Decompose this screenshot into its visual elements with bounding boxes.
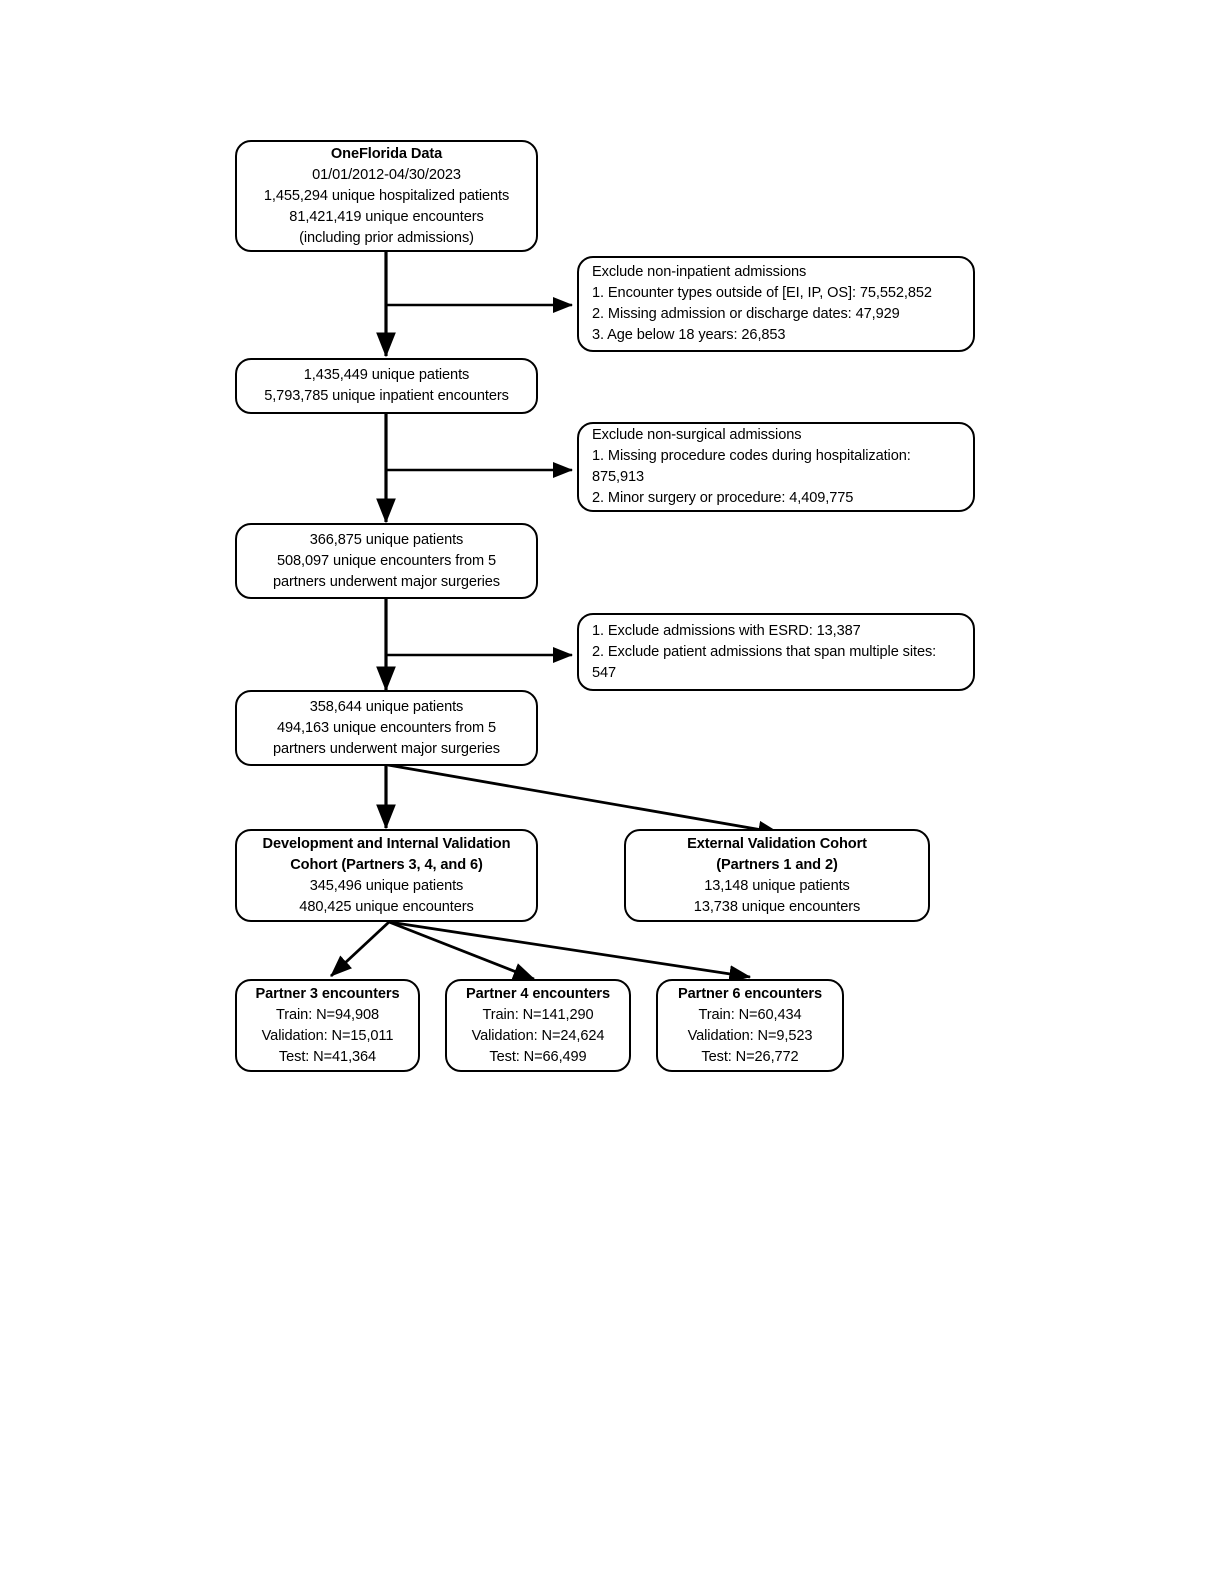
- node-line: External Validation Cohort: [687, 835, 867, 852]
- node-line: Test: N=66,499: [489, 1048, 587, 1065]
- node-line: (Partners 1 and 2): [716, 856, 838, 873]
- node-line: Partner 6 encounters: [678, 985, 822, 1002]
- node-line: 01/01/2012-04/30/2023: [312, 166, 461, 183]
- node-line: Test: N=41,364: [278, 1048, 377, 1065]
- node-exclude-non-surgical: Exclude non-surgical admissions 1. Missi…: [577, 422, 975, 512]
- edge-development-to-partner3: [330, 920, 390, 978]
- node-line: Exclude non-surgical admissions: [592, 427, 802, 443]
- node-partner-6-encounters: Partner 6 encounters Train: N=60,434 Val…: [656, 979, 844, 1072]
- node-line: Train: N=60,434: [698, 1006, 802, 1023]
- node-line: 1,435,449 unique patients: [303, 367, 470, 383]
- node-line: Train: N=94,908: [275, 1006, 379, 1023]
- node-line: 508,097 unique encounters from 5: [276, 552, 497, 569]
- node-line: 494,163 unique encounters from 5: [276, 719, 497, 736]
- node-line: 81,421,419 unique encounters: [289, 208, 484, 225]
- node-line: 1. Missing procedure codes during hospit…: [592, 448, 911, 485]
- node-line: 1. Exclude admissions with ESRD: 13,387: [592, 622, 861, 639]
- edge-final-to-external: [387, 763, 781, 839]
- node-line: 345,496 unique patients: [309, 877, 464, 894]
- node-exclude-esrd-multisite: 1. Exclude admissions with ESRD: 13,387 …: [577, 613, 975, 691]
- node-line: Partner 4 encounters: [466, 985, 610, 1002]
- edge-development-to-partner4: [388, 920, 536, 981]
- node-line: Test: N=26,772: [701, 1048, 799, 1065]
- node-line: OneFlorida Data: [330, 145, 443, 162]
- node-line: 3. Age below 18 years: 26,853: [592, 327, 786, 343]
- node-line: 2. Missing admission or discharge dates:…: [592, 306, 900, 322]
- node-major-surgery-cohort: 366,875 unique patients 508,097 unique e…: [235, 523, 538, 599]
- node-line: 1. Encounter types outside of [EI, IP, O…: [592, 285, 932, 301]
- node-line: Train: N=141,290: [482, 1006, 594, 1023]
- node-partner-3-encounters: Partner 3 encounters Train: N=94,908 Val…: [235, 979, 420, 1072]
- node-partner-4-encounters: Partner 4 encounters Train: N=141,290 Va…: [445, 979, 631, 1072]
- node-line: 358,644 unique patients: [309, 698, 464, 715]
- node-line: partners underwent major surgeries: [273, 573, 500, 590]
- node-unique-inpatient-encounters: 1,435,449 unique patients 5,793,785 uniq…: [235, 358, 538, 414]
- node-oneflorida-data: OneFlorida Data 01/01/2012-04/30/2023 1,…: [235, 140, 538, 252]
- node-line: 2. Minor surgery or procedure: 4,409,775: [592, 490, 854, 506]
- edge-development-to-partner6: [388, 920, 752, 983]
- node-line: 366,875 unique patients: [309, 531, 464, 548]
- node-line: 13,148 unique patients: [704, 877, 850, 894]
- node-line: 13,738 unique encounters: [693, 898, 861, 915]
- node-line: 2. Exclude patient admissions that span …: [592, 643, 937, 681]
- node-exclude-non-inpatient: Exclude non-inpatient admissions 1. Enco…: [577, 256, 975, 352]
- node-line: partners underwent major surgeries: [273, 740, 500, 757]
- node-development-internal-validation-cohort: Development and Internal Validation Coho…: [235, 829, 538, 922]
- node-line: Validation: N=9,523: [687, 1027, 813, 1044]
- node-line: (including prior admissions): [299, 229, 474, 246]
- node-line: 1,455,294 unique hospitalized patients: [263, 187, 510, 204]
- node-line: Cohort (Partners 3, 4, and 6): [290, 856, 483, 873]
- node-external-validation-cohort: External Validation Cohort (Partners 1 a…: [624, 829, 930, 922]
- node-line: Partner 3 encounters: [255, 985, 400, 1002]
- node-line: 5,793,785 unique inpatient encounters: [264, 388, 509, 404]
- node-line: Development and Internal Validation: [262, 835, 511, 852]
- node-line: Exclude non-inpatient admissions: [592, 264, 807, 280]
- node-line: Validation: N=24,624: [471, 1027, 605, 1044]
- node-final-surgical-cohort: 358,644 unique patients 494,163 unique e…: [235, 690, 538, 766]
- node-line: 480,425 unique encounters: [299, 898, 474, 915]
- node-line: Validation: N=15,011: [261, 1027, 394, 1044]
